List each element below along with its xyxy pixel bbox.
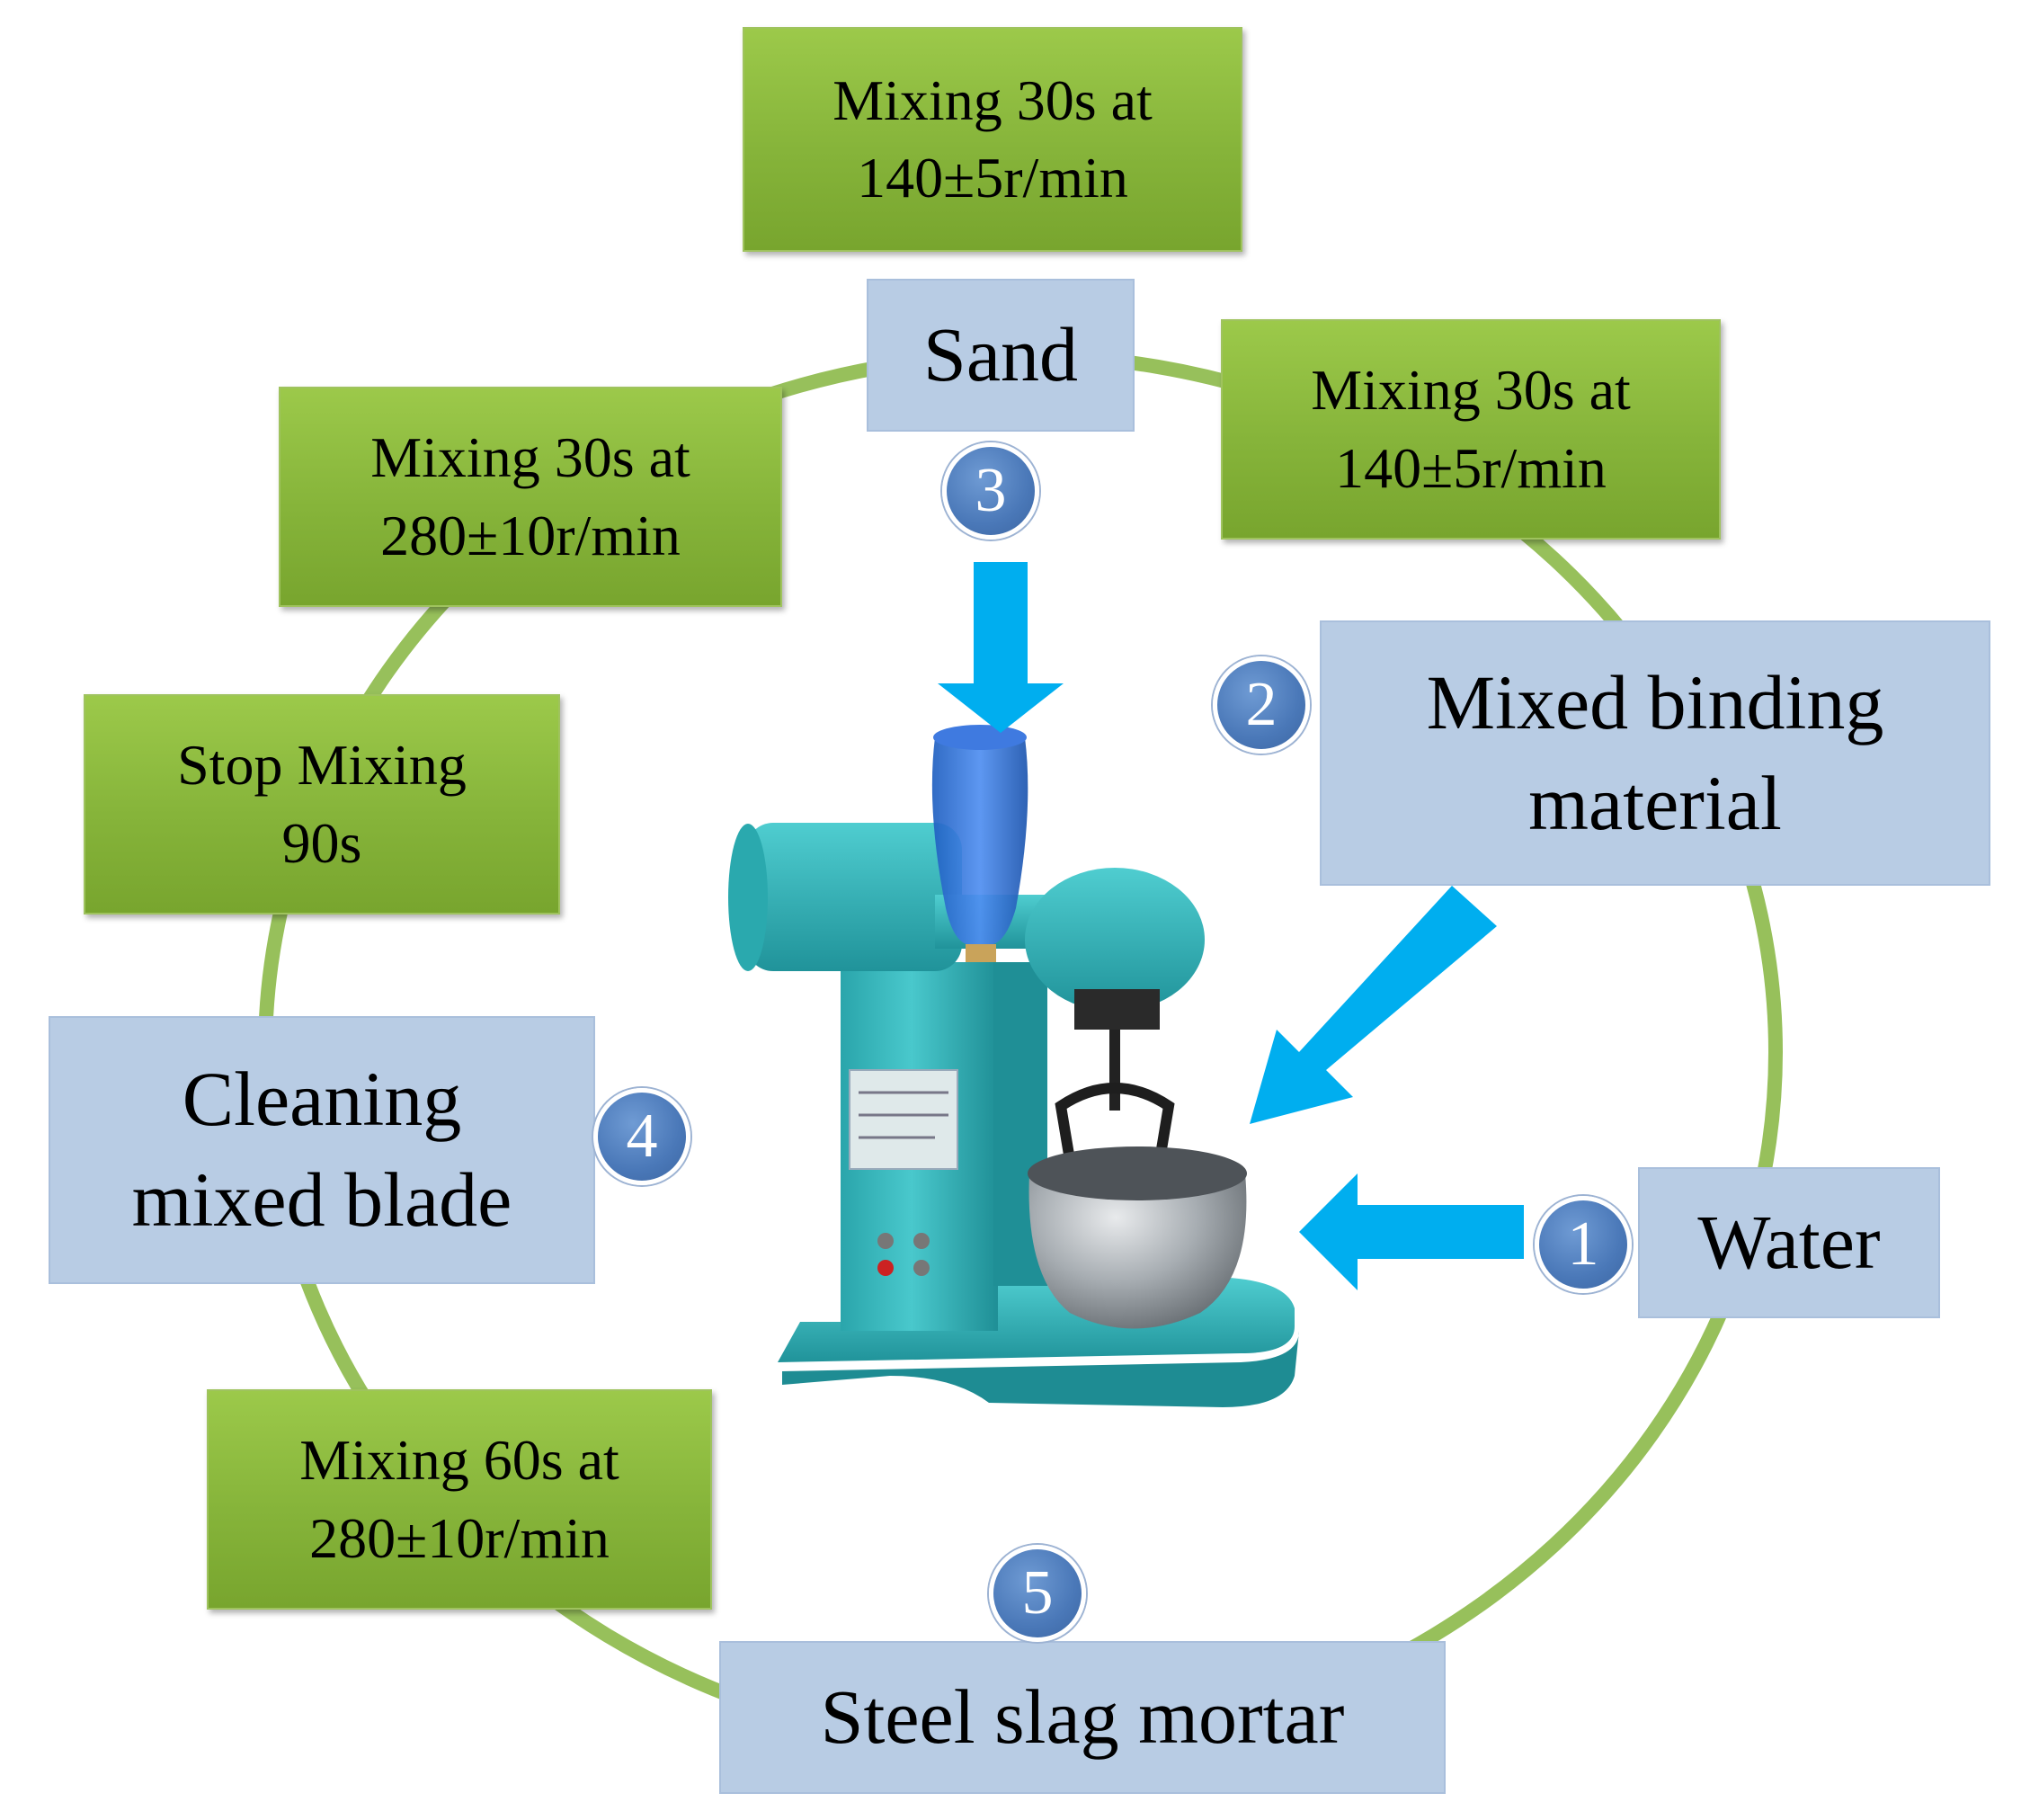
mixing-step-lower-left: Mixing 60s at 280±10r/min bbox=[207, 1389, 712, 1610]
cleaning-blade-step-label: Cleaning mixed blade bbox=[131, 1056, 512, 1243]
binding-arrow bbox=[1250, 886, 1497, 1124]
mixing-step-upper-left: Mixing 30s at 280±10r/min bbox=[279, 387, 782, 607]
mixing-step-top-text: Mixing 30s at 140±5r/min bbox=[832, 67, 1153, 210]
sand-arrow bbox=[938, 562, 1064, 733]
mixing-step-right-text: Mixing 30s at 140±5r/min bbox=[1311, 358, 1631, 500]
sand-step: Sand bbox=[867, 279, 1135, 432]
mixing-step-top: Mixing 30s at 140±5r/min bbox=[743, 27, 1242, 252]
steel-slag-mortar-step-label: Steel slag mortar bbox=[820, 1673, 1345, 1761]
water-step-label: Water bbox=[1697, 1199, 1881, 1286]
step-number-badge-3: 3 bbox=[942, 442, 1039, 540]
step-number-badge-4: 4 bbox=[593, 1088, 690, 1185]
water-arrow bbox=[1299, 1173, 1524, 1290]
water-step: Water bbox=[1638, 1167, 1940, 1318]
mixing-step-lower-left-text: Mixing 60s at 280±10r/min bbox=[299, 1428, 619, 1570]
stop-mixing-step: Stop Mixing 90s bbox=[84, 694, 560, 914]
sand-step-label: Sand bbox=[923, 311, 1078, 398]
step-number-2: 2 bbox=[1245, 670, 1278, 739]
step-number-badge-5: 5 bbox=[989, 1545, 1086, 1642]
step-number-1: 1 bbox=[1567, 1209, 1599, 1279]
steel-slag-mortar-step: Steel slag mortar bbox=[719, 1641, 1446, 1794]
step-number-4: 4 bbox=[626, 1102, 658, 1171]
mixing-step-upper-left-text: Mixing 30s at 280±10r/min bbox=[370, 425, 690, 567]
step-number-3: 3 bbox=[975, 456, 1007, 525]
stop-mixing-step-text: Stop Mixing 90s bbox=[177, 733, 467, 875]
step-number-5: 5 bbox=[1021, 1558, 1054, 1628]
step-number-badge-2: 2 bbox=[1213, 656, 1310, 754]
mixing-step-right: Mixing 30s at 140±5r/min bbox=[1221, 319, 1721, 540]
binding-material-step: Mixed binding material bbox=[1320, 620, 1990, 886]
binding-material-step-label: Mixed binding material bbox=[1426, 658, 1884, 846]
step-number-badge-1: 1 bbox=[1535, 1196, 1632, 1293]
cleaning-blade-step: Cleaning mixed blade bbox=[49, 1016, 595, 1284]
